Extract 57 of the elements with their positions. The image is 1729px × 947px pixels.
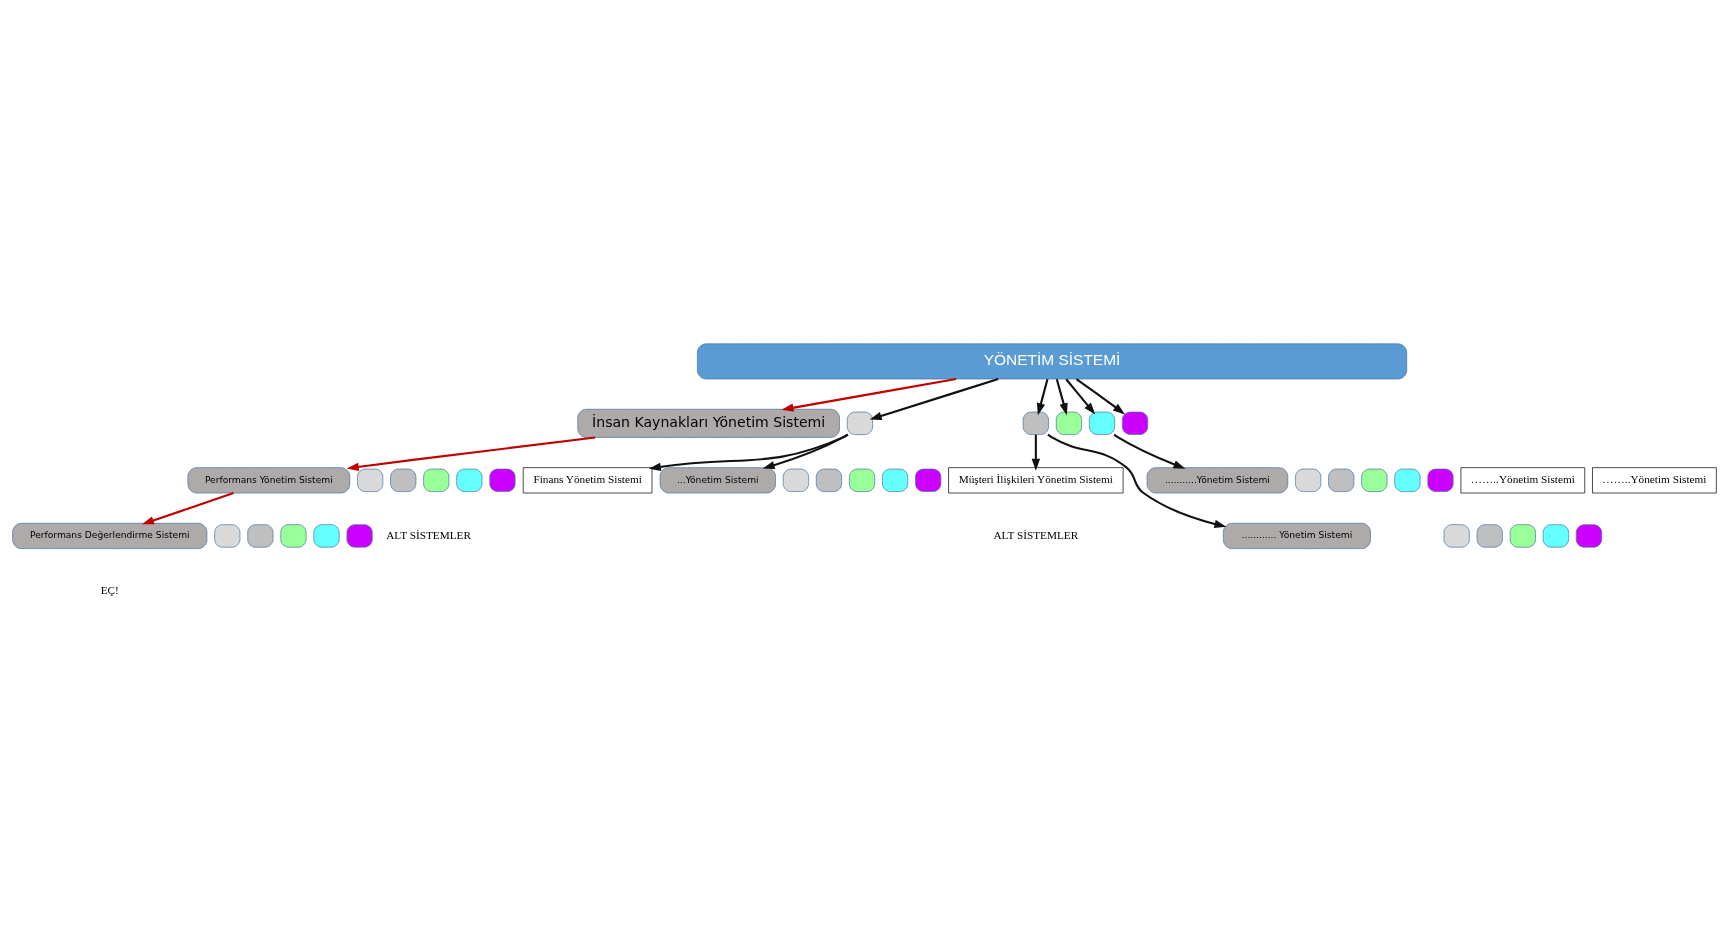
arrow <box>762 433 849 469</box>
node-box <box>346 523 373 548</box>
node-box <box>247 523 274 548</box>
node-box <box>815 468 842 492</box>
arrow <box>648 433 849 471</box>
node-box <box>1122 411 1149 435</box>
arrow <box>1031 434 1041 471</box>
node-box: Performans Değerlendirme Sistemi <box>12 522 208 549</box>
arrow <box>869 377 999 420</box>
node-box: ...........Yönetim Sistemi <box>1146 466 1289 493</box>
node-box <box>456 468 483 492</box>
node-box: Müşteri İlişkileri Yönetim Sistemi <box>948 466 1124 493</box>
node-box: ............ Yönetim Sistemi <box>1223 522 1371 549</box>
node-box <box>390 468 417 492</box>
arrow <box>1113 433 1186 469</box>
arrow <box>1047 433 1227 528</box>
node-box <box>882 468 909 492</box>
node-box <box>782 468 809 492</box>
node-box <box>423 468 450 492</box>
arrow <box>781 377 957 412</box>
arrow <box>141 491 234 524</box>
node-box <box>915 468 942 492</box>
label: EÇ! <box>100 583 119 596</box>
arrow <box>1065 378 1096 415</box>
node-box <box>849 468 876 492</box>
node-box: ...Yönetim Sistemi <box>659 466 776 493</box>
label: ALT SİSTEMLER <box>993 528 1079 541</box>
node-box <box>489 468 516 492</box>
node-box <box>1476 523 1503 548</box>
node-box <box>1295 468 1322 492</box>
node-box <box>1022 411 1049 435</box>
node-box <box>846 411 873 435</box>
node-box <box>1575 523 1602 548</box>
arrow <box>1055 378 1068 415</box>
node-box <box>313 523 340 548</box>
node-box <box>1443 523 1470 548</box>
node-box: Finans Yönetim Sistemi <box>522 466 653 493</box>
node-box <box>214 523 241 548</box>
arrow <box>1075 377 1125 414</box>
label: ALT SİSTEMLER <box>386 528 471 541</box>
node-box: ……..Yönetim Sistemi <box>1460 466 1586 493</box>
node-box: Performans Yönetim Sistemi <box>187 466 351 493</box>
node-box <box>1089 411 1115 435</box>
node-box <box>1542 523 1569 548</box>
node-box <box>1427 468 1454 492</box>
node-box: YÖNETİM SİSTEMİ <box>697 342 1408 379</box>
node-box: İnsan Kaynakları Yönetim Sistemi <box>577 408 840 438</box>
node-box <box>357 468 384 492</box>
arrow <box>1036 378 1049 415</box>
node-box <box>1328 468 1355 492</box>
node-box: ……..Yönetim Sistemi <box>1592 466 1717 493</box>
node-box <box>1509 523 1536 548</box>
node-box <box>1394 468 1421 492</box>
arrow <box>346 435 596 471</box>
node-box <box>1361 468 1388 492</box>
node-box <box>280 523 307 548</box>
node-box <box>1055 411 1082 435</box>
